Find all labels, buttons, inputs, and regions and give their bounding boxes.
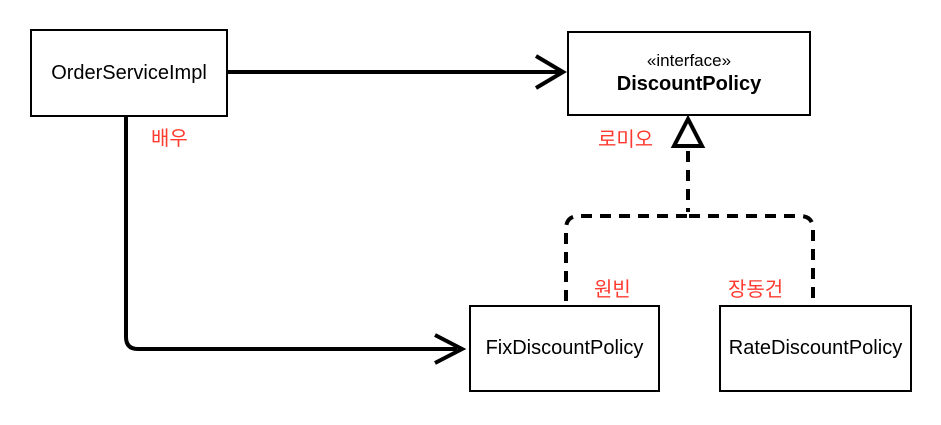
node-fix-discount-policy: FixDiscountPolicy	[469, 305, 660, 392]
node-discount-policy-text: «interface» DiscountPolicy	[617, 50, 761, 96]
node-discount-policy: «interface» DiscountPolicy	[567, 31, 811, 116]
node-discount-policy-label: DiscountPolicy	[616, 72, 762, 95]
node-fix-discount-policy-label: FixDiscountPolicy	[485, 337, 644, 359]
edge-orderservice-to-fixdiscountpolicy	[124, 117, 467, 365]
node-order-service-impl: OrderServiceImpl	[30, 29, 228, 117]
annotation-discount-policy: 로미오	[598, 129, 654, 151]
annotation-rate-discount-policy: 장동건	[728, 279, 784, 301]
edge-orderservice-to-discountpolicy	[228, 54, 567, 90]
annotation-fix-discount-policy: 원빈	[594, 279, 631, 301]
realization-triangle	[670, 114, 706, 148]
node-discount-policy-stereotype: «interface»	[646, 51, 732, 71]
annotation-order-service-impl: 배우	[151, 128, 188, 150]
node-rate-discount-policy-label: RateDiscountPolicy	[728, 337, 903, 359]
node-rate-discount-policy: RateDiscountPolicy	[719, 305, 912, 392]
node-order-service-impl-label: OrderServiceImpl	[51, 61, 207, 84]
